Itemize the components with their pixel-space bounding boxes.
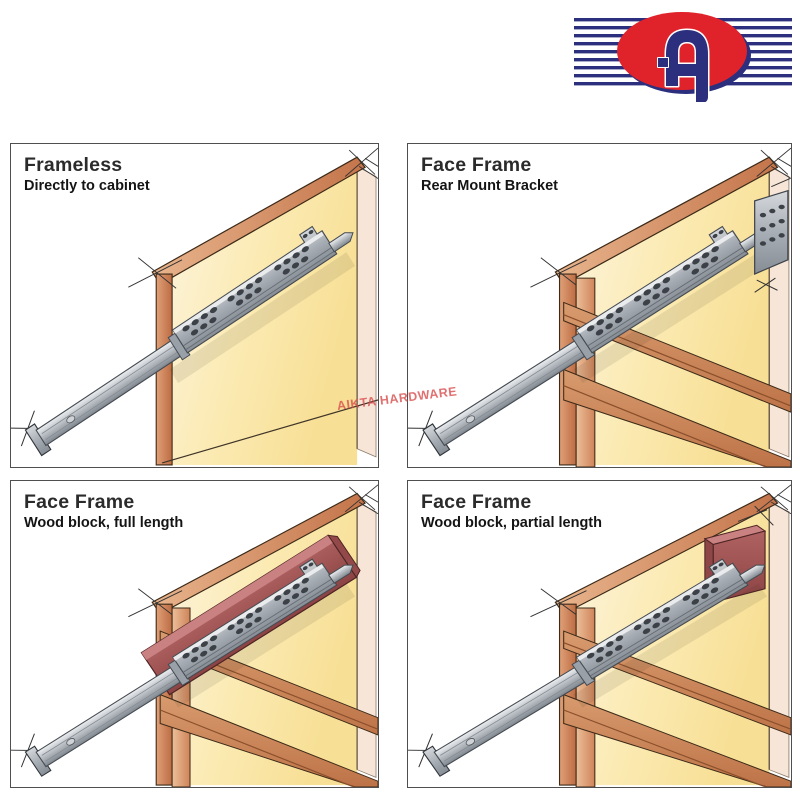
panel-title: Face Frame	[421, 154, 532, 176]
panel-wood-block-partial: Face Frame Wood block, partial length	[407, 480, 792, 788]
aikta-logo	[574, 12, 792, 102]
caption: Face Frame Wood block, full length	[24, 491, 184, 532]
panel-wood-block-full: Face Frame Wood block, full length	[10, 480, 379, 788]
caption: Face Frame Rear Mount Bracket	[421, 154, 558, 195]
panel-frameless: Frameless Directly to cabinet	[10, 143, 379, 468]
illustration-frameless	[11, 147, 378, 467]
panel-title: Face Frame	[24, 491, 135, 513]
panel-subtitle: Wood block, partial length	[421, 515, 602, 532]
panel-title: Face Frame	[421, 491, 532, 513]
panel-rear-mount-bracket: Face Frame Rear Mount Bracket	[407, 143, 792, 468]
panel-subtitle: Wood block, full length	[24, 515, 184, 532]
logo-letter-a	[657, 28, 710, 102]
panel-subtitle: Directly to cabinet	[24, 178, 150, 195]
panel-subtitle: Rear Mount Bracket	[421, 178, 558, 195]
panel-title: Frameless	[24, 154, 123, 176]
caption: Frameless Directly to cabinet	[24, 154, 150, 195]
logo-red-oval	[617, 12, 747, 90]
caption: Face Frame Wood block, partial length	[421, 491, 602, 532]
